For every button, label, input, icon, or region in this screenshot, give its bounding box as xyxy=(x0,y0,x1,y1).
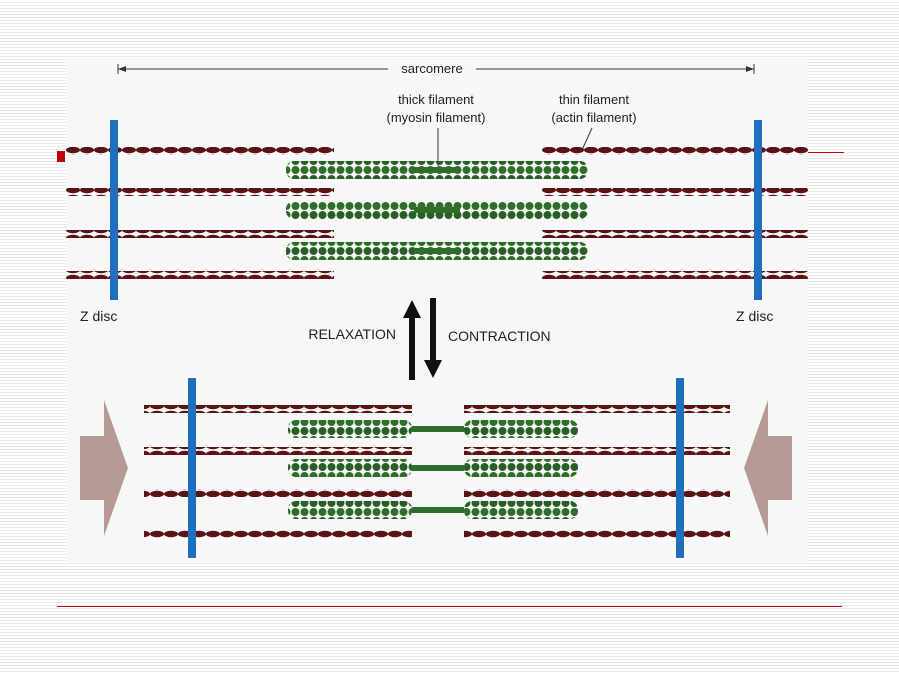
actin-filament xyxy=(144,405,412,413)
sarcomere-figure: sarcomere thick filament (myosin filamen… xyxy=(66,58,808,563)
actin-filament xyxy=(144,447,412,455)
actin-filament xyxy=(66,188,334,196)
thick-filament-sublabel: (myosin filament) xyxy=(387,110,486,125)
thick-filament-label: thick filament xyxy=(398,92,474,107)
z-disc-left xyxy=(110,120,118,300)
slide-bullet-marker xyxy=(57,151,65,162)
actin-filament xyxy=(144,530,412,538)
contraction-label: CONTRACTION xyxy=(448,328,551,344)
force-arrow-left xyxy=(80,400,128,536)
actin-filament xyxy=(66,230,334,238)
thin-filament-pointer xyxy=(581,127,593,151)
actin-filament xyxy=(542,188,808,196)
z-disc-contracted-left xyxy=(188,378,196,558)
actin-filament xyxy=(464,447,730,455)
myosin-filament xyxy=(288,501,578,519)
contracted-myosin-filaments xyxy=(288,420,578,519)
actin-filament xyxy=(542,147,808,155)
contracted-actin-filaments xyxy=(144,405,730,538)
sarcomere-label: sarcomere xyxy=(401,61,462,76)
actin-filament xyxy=(542,271,808,279)
slide-bottom-rule xyxy=(57,606,842,607)
thin-filament-label: thin filament xyxy=(559,92,629,107)
relaxation-label: RELAXATION xyxy=(308,326,396,342)
contraction-arrow xyxy=(424,298,442,378)
thin-filament-sublabel: (actin filament) xyxy=(551,110,636,125)
relaxed-sarcomere xyxy=(66,120,808,300)
actin-filament xyxy=(66,147,334,155)
myosin-filament xyxy=(286,201,588,219)
myosin-filament xyxy=(288,459,578,477)
actin-filament xyxy=(464,530,730,538)
actin-filament xyxy=(144,489,412,497)
actin-filament xyxy=(464,489,730,497)
force-arrow-right xyxy=(744,400,792,536)
actin-filament xyxy=(542,230,808,238)
actin-filament xyxy=(464,405,730,413)
z-disc-right xyxy=(754,120,762,300)
z-disc-contracted-right xyxy=(676,378,684,558)
z-disc-left-label: Z disc xyxy=(80,308,117,324)
relaxed-myosin-filaments xyxy=(286,161,588,260)
slide-top-rule xyxy=(808,152,844,153)
myosin-filament xyxy=(286,161,588,179)
myosin-filament xyxy=(288,420,578,438)
relaxed-actin-filaments xyxy=(66,147,808,279)
actin-filament xyxy=(66,271,334,279)
myosin-filament xyxy=(286,242,588,260)
contracted-sarcomere xyxy=(144,378,730,558)
relaxation-arrow xyxy=(403,300,421,380)
z-disc-right-label: Z disc xyxy=(736,308,773,324)
sarcomere-diagram-svg: sarcomere thick filament (myosin filamen… xyxy=(66,61,808,558)
